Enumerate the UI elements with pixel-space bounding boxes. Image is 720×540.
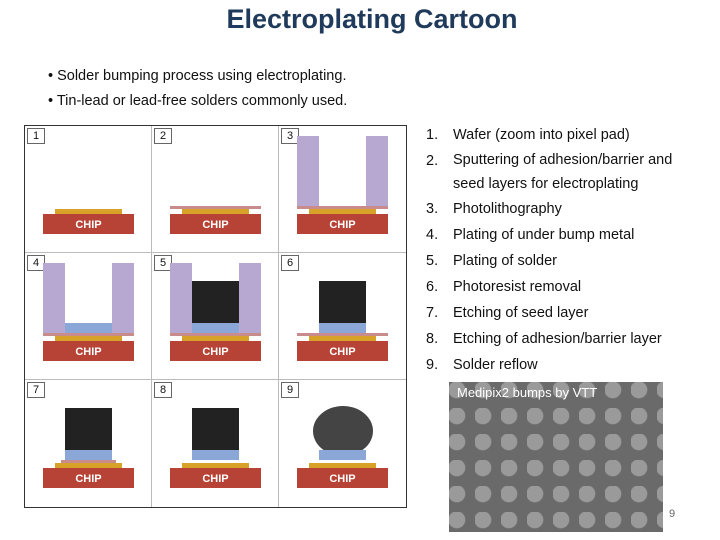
seed-layer (170, 333, 261, 336)
chip-label: CHIP (297, 468, 388, 488)
panel-number: 2 (154, 128, 172, 144)
pixel-pad (182, 463, 249, 468)
photoresist-right (112, 263, 134, 333)
chip-label: CHIP (43, 214, 134, 234)
list-item: 1. Wafer (zoom into pixel pad) (426, 122, 700, 148)
slide-number: 9 (669, 508, 676, 520)
photoresist-right (239, 263, 261, 333)
step-number: 4. (426, 227, 439, 243)
panel-7: 7 CHIP (25, 380, 152, 507)
panel-3: 3 CHIP (279, 126, 406, 253)
panel-8: 8 CHIP (152, 380, 279, 507)
under-bump-metal (319, 323, 366, 333)
seed-layer (61, 460, 116, 463)
photoresist-left (170, 263, 192, 333)
process-diagram: 1 CHIP 2 CHIP 3 CHIP 4 CHIP 5 CHIP 6 (24, 125, 407, 508)
solder-deposit (192, 408, 239, 450)
step-text: Wafer (zoom into pixel pad) (453, 127, 630, 143)
photoresist-left (297, 136, 319, 206)
solder-deposit (65, 408, 112, 450)
bump-sem-photo: Medipix2 bumps by VTT (449, 382, 663, 532)
pixel-pad (309, 336, 376, 341)
process-steps-list: 1. Wafer (zoom into pixel pad) 2. Sputteri… (426, 122, 700, 378)
step-number: 5. (426, 253, 439, 269)
step-text: Etching of adhesion/barrier layer (453, 331, 662, 347)
pixel-pad (182, 336, 249, 341)
solder-deposit (319, 281, 366, 323)
panel-number: 7 (27, 382, 45, 398)
under-bump-metal (192, 323, 239, 333)
chip-label: CHIP (297, 214, 388, 234)
list-item: 4. Plating of under bump metal (426, 222, 700, 248)
chip-label: CHIP (297, 341, 388, 361)
solder-deposit (192, 281, 239, 323)
panel-number: 1 (27, 128, 45, 144)
panel-5: 5 CHIP (152, 253, 279, 380)
panel-6: 6 CHIP (279, 253, 406, 380)
pixel-pad (55, 463, 122, 468)
seed-layer (297, 333, 388, 336)
solder-ball (313, 406, 373, 456)
photo-caption: Medipix2 bumps by VTT (457, 385, 598, 400)
photoresist-right (366, 136, 388, 206)
panel-number: 6 (281, 255, 299, 271)
under-bump-metal (319, 450, 366, 460)
photoresist-left (43, 263, 65, 333)
pixel-pad (55, 209, 122, 214)
under-bump-metal (65, 323, 112, 333)
panel-number: 8 (154, 382, 172, 398)
under-bump-metal (65, 450, 112, 460)
step-number: 9. (426, 357, 439, 373)
pixel-pad (55, 336, 122, 341)
chip-label: CHIP (170, 341, 261, 361)
panel-2: 2 CHIP (152, 126, 279, 253)
bullet-item: • Tin-lead or lead-free solders commonly… (48, 93, 348, 109)
bullet-item: • Solder bumping process using electropl… (48, 68, 347, 84)
pixel-pad (182, 209, 249, 214)
step-number: 8. (426, 331, 439, 347)
step-text: Solder reflow (453, 357, 538, 373)
panel-4: 4 CHIP (25, 253, 152, 380)
list-item: 5. Plating of solder (426, 248, 700, 274)
step-text: Plating of solder (453, 253, 557, 269)
step-number: 3. (426, 201, 439, 217)
step-text: Etching of seed layer (453, 305, 589, 321)
chip-label: CHIP (170, 468, 261, 488)
seed-layer (43, 333, 134, 336)
seed-layer (170, 206, 261, 209)
bullet-list: • Solder bumping process using electropl… (48, 64, 347, 114)
step-text: Sputtering of adhesion/barrier and seed … (453, 152, 673, 192)
list-item: 7. Etching of seed layer (426, 300, 700, 326)
step-number: 2. (426, 153, 439, 169)
chip-label: CHIP (170, 214, 261, 234)
step-text: Plating of under bump metal (453, 227, 635, 243)
list-item: 3. Photolithography (426, 196, 700, 222)
chip-label: CHIP (43, 341, 134, 361)
step-number: 7. (426, 305, 439, 321)
panel-number: 9 (281, 382, 299, 398)
chip-label: CHIP (43, 468, 134, 488)
list-item: 2. Sputtering of adhesion/barrier and see… (426, 148, 700, 196)
list-item: 6. Photoresist removal (426, 274, 700, 300)
step-text: Photolithography (453, 201, 562, 217)
list-item: 8. Etching of adhesion/barrier layer (426, 326, 700, 352)
step-text: Photoresist removal (453, 279, 582, 295)
panel-9: 9 CHIP (279, 380, 406, 507)
pixel-pad (309, 209, 376, 214)
step-number: 6. (426, 279, 439, 295)
under-bump-metal (192, 450, 239, 460)
pixel-pad (309, 463, 376, 468)
list-item: 9. Solder reflow (426, 352, 700, 378)
slide-title: Electroplating Cartoon (226, 4, 518, 34)
seed-layer (297, 206, 388, 209)
step-number: 1. (426, 127, 439, 143)
panel-1: 1 CHIP (25, 126, 152, 253)
